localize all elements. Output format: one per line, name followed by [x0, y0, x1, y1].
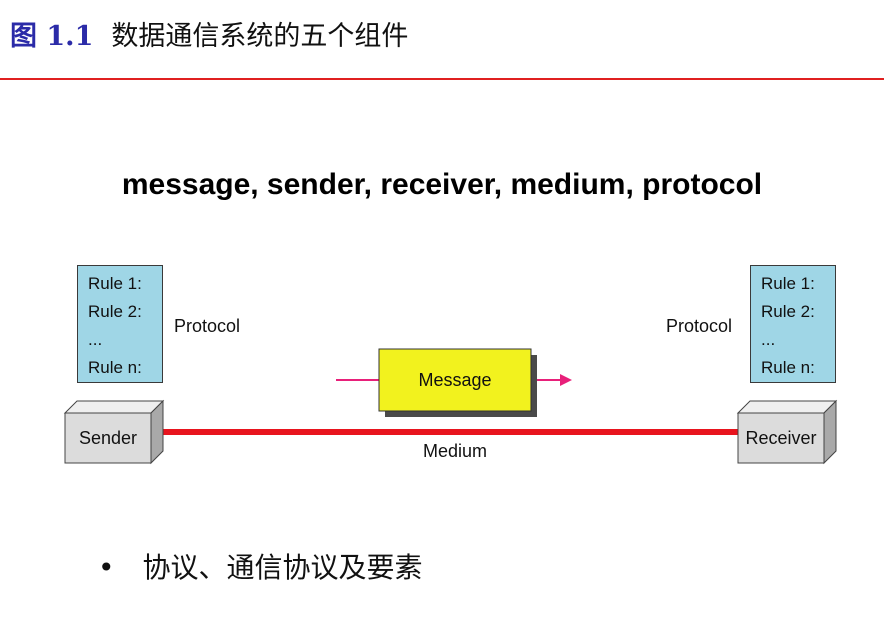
- arrow-head-icon: [560, 374, 572, 386]
- sender-rule-1: Rule 1:: [88, 274, 142, 293]
- receiver-rule-ellipsis: ...: [761, 330, 776, 349]
- sender-device: Sender: [63, 399, 165, 465]
- receiver-rule-1: Rule 1:: [761, 274, 815, 293]
- sender-rule-n: Rule n:: [88, 358, 142, 377]
- bullet-item: • 协议、通信协议及要素: [98, 548, 423, 588]
- bullet-text: 协议、通信协议及要素: [142, 551, 423, 584]
- receiver-rule-n: Rule n:: [761, 358, 815, 377]
- sender-rules-box: Rule 1: Rule 2: ... Rule n:: [77, 265, 163, 383]
- slide-header: 图 1.1 数据通信系统的五个组件: [0, 0, 884, 80]
- slide-title: 图 1.1 数据通信系统的五个组件: [10, 17, 408, 57]
- receiver-label: Receiver: [745, 428, 816, 448]
- medium-label: Medium: [423, 441, 487, 461]
- figure-number: 图 1.1: [10, 21, 94, 52]
- message-label: Message: [418, 370, 491, 390]
- diagram-subtitle: message, sender, receiver, medium, proto…: [121, 168, 763, 201]
- sender-rule-2: Rule 2:: [88, 302, 142, 321]
- sender-protocol-label: Protocol: [174, 316, 241, 336]
- receiver-device: Receiver: [736, 399, 838, 465]
- receiver-rules-box: Rule 1: Rule 2: ... Rule n:: [750, 265, 836, 383]
- sender-rule-ellipsis: ...: [88, 330, 103, 349]
- receiver-rule-2: Rule 2:: [761, 302, 815, 321]
- figure-caption: 数据通信系统的五个组件: [111, 21, 409, 52]
- sender-label: Sender: [79, 428, 137, 448]
- title-divider: [0, 78, 884, 80]
- message-box: Message: [378, 348, 537, 417]
- bullet-icon: •: [98, 551, 115, 584]
- receiver-protocol-label: Protocol: [666, 316, 733, 336]
